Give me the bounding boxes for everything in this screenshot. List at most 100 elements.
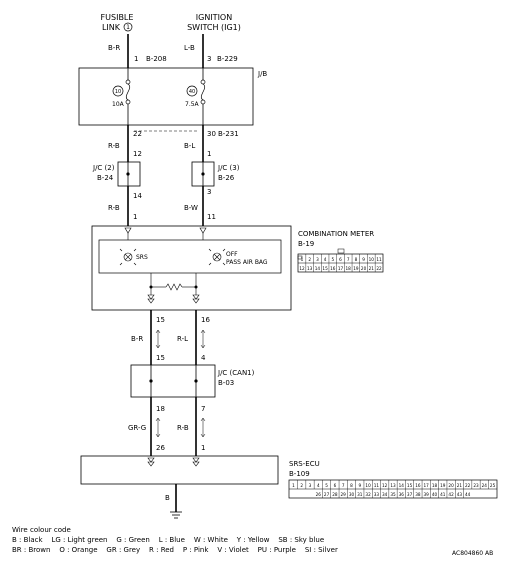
connector-pin-number: 8 bbox=[350, 483, 353, 488]
connector-pin-number: 20 bbox=[448, 483, 454, 488]
connector-pin-number: 32 bbox=[365, 492, 371, 497]
fusible-link-number: 1 bbox=[126, 24, 130, 31]
connector-pin-number: 31 bbox=[357, 492, 363, 497]
pin-22-label: 22 bbox=[133, 130, 142, 138]
srs-ecu-title: SRS-ECU bbox=[289, 460, 320, 468]
connector-pin-number: 21 bbox=[369, 266, 375, 271]
connector-pin-number: 13 bbox=[307, 266, 313, 271]
pin-26-label: 26 bbox=[156, 444, 165, 452]
ignition-switch-label: IGNITION bbox=[196, 13, 232, 22]
fuse-symbol-left bbox=[125, 79, 131, 105]
figure-code: AC804860 AB bbox=[452, 550, 493, 557]
connector-pin-number: 20 bbox=[361, 266, 367, 271]
connector-pin-number: 4 bbox=[317, 483, 320, 488]
wire-colour-code-row-2: BR : Brown O : Orange GR : Grey R : Red … bbox=[12, 546, 338, 554]
pin-16-label: 16 bbox=[201, 316, 210, 324]
pin-1-jc-label: 1 bbox=[133, 213, 137, 221]
wire-r-b-ecu: R-B bbox=[177, 424, 189, 432]
connector-pin-number: 7 bbox=[347, 257, 350, 262]
srs-warning-lamp-icon bbox=[119, 248, 137, 266]
jc2-splice-dot bbox=[126, 172, 130, 176]
pin-7-label: 7 bbox=[201, 405, 205, 413]
top-wires bbox=[127, 34, 204, 68]
connector-pin-number: 16 bbox=[415, 483, 421, 488]
connector-pin-number: 27 bbox=[324, 492, 330, 497]
connector-pin-number: 44 bbox=[465, 492, 471, 497]
pin-3-label: 3 bbox=[207, 55, 211, 63]
wire-b-w-jc: B-W bbox=[184, 204, 198, 212]
connector-pin-number: 25 bbox=[490, 483, 496, 488]
wire-r-b-jb: R-B bbox=[108, 142, 120, 150]
meter-connector-diagram bbox=[297, 248, 384, 273]
jc-can1-splice-right bbox=[194, 379, 198, 383]
connector-pin-number: 11 bbox=[374, 483, 380, 488]
connector-pin-number: 1 bbox=[301, 257, 304, 262]
connector-pin-number: 39 bbox=[424, 492, 430, 497]
jc2-label: J/C (2) bbox=[92, 164, 115, 172]
connector-pin-number: 22 bbox=[465, 483, 471, 488]
connector-pin-number: 17 bbox=[338, 266, 344, 271]
connector-pin-number: 5 bbox=[325, 483, 328, 488]
ground-wire-color: B bbox=[165, 494, 170, 502]
fusible-link-label-2: LINK bbox=[102, 23, 121, 32]
connector-pin-number: 3 bbox=[316, 257, 319, 262]
fuse-wires bbox=[127, 68, 204, 125]
can-wires-upper bbox=[150, 310, 197, 365]
connector-pin-number: 18 bbox=[432, 483, 438, 488]
jb-output-wires bbox=[127, 125, 204, 162]
combination-meter-connector: B-19 bbox=[298, 240, 314, 248]
jc-can1-splice-left bbox=[149, 379, 153, 383]
ground-icon bbox=[170, 511, 182, 519]
fuse-amp-right: 7.5A bbox=[185, 101, 200, 108]
connector-pin-number: 28 bbox=[332, 492, 338, 497]
fuse-number-right: 40 bbox=[189, 89, 195, 95]
jc-can1-label: J/C (CAN1) bbox=[217, 369, 255, 377]
connector-pin-number: 15 bbox=[407, 483, 413, 488]
pass-air-bag-off-lamp-icon bbox=[208, 248, 226, 266]
connector-pin-number: 35 bbox=[390, 492, 396, 497]
meter-internal-circuit bbox=[147, 273, 200, 304]
bidirectional-arrows-lower bbox=[155, 417, 206, 438]
fuse-number-circle-left bbox=[112, 85, 124, 97]
pin-4-label: 4 bbox=[201, 354, 206, 362]
connector-pin-number: 21 bbox=[457, 483, 463, 488]
jc3-connector: B-26 bbox=[218, 174, 235, 182]
pin-18-label: 18 bbox=[156, 405, 165, 413]
jc3-label: J/C (3) bbox=[217, 164, 240, 172]
connector-pin-number: 10 bbox=[369, 257, 375, 262]
pin-15-meter-label: 15 bbox=[156, 316, 165, 324]
pass-air-bag-label: PASS AIR BAG bbox=[226, 259, 268, 266]
wire-l-b-top: L-B bbox=[184, 44, 195, 52]
srs-ecu-box bbox=[80, 455, 279, 485]
connector-pin-number: 37 bbox=[407, 492, 413, 497]
fuse-number-circle-right bbox=[186, 85, 198, 97]
connector-pin-number: 16 bbox=[330, 266, 336, 271]
connector-pin-number: 24 bbox=[482, 483, 488, 488]
connector-pin-number: 40 bbox=[432, 492, 438, 497]
jc-can1-connector: B-03 bbox=[218, 379, 234, 387]
pin-11-label: 11 bbox=[207, 213, 216, 221]
off-lamp-label: OFF bbox=[226, 251, 238, 258]
jc-output-wires bbox=[127, 186, 204, 226]
pin-1-jb-label: 1 bbox=[207, 150, 211, 158]
srs-lamp-label: SRS bbox=[136, 254, 148, 261]
jc3-splice-dot bbox=[201, 172, 205, 176]
connector-pin-number: 42 bbox=[448, 492, 454, 497]
ignition-switch-label-2: SWITCH (IG1) bbox=[187, 23, 241, 32]
fuse-symbol-right bbox=[200, 79, 206, 105]
connector-pin-number: 2 bbox=[300, 483, 303, 488]
connector-pin-number: 36 bbox=[399, 492, 405, 497]
connector-b-231: B-231 bbox=[218, 130, 239, 138]
connector-pin-number: 33 bbox=[374, 492, 380, 497]
connector-pin-number: 4 bbox=[324, 257, 327, 262]
wire-b-l-jb: B-L bbox=[184, 142, 195, 150]
meter-terminal-right bbox=[199, 227, 207, 234]
combination-meter-box bbox=[91, 225, 292, 311]
junction-block-label: J/B bbox=[257, 70, 267, 78]
jc2-box bbox=[117, 161, 141, 187]
connector-b-229: B-229 bbox=[217, 55, 238, 63]
fuse-amp-left: 10A bbox=[112, 101, 125, 108]
can-wires-lower bbox=[150, 397, 197, 456]
connector-pin-number: 12 bbox=[299, 266, 305, 271]
